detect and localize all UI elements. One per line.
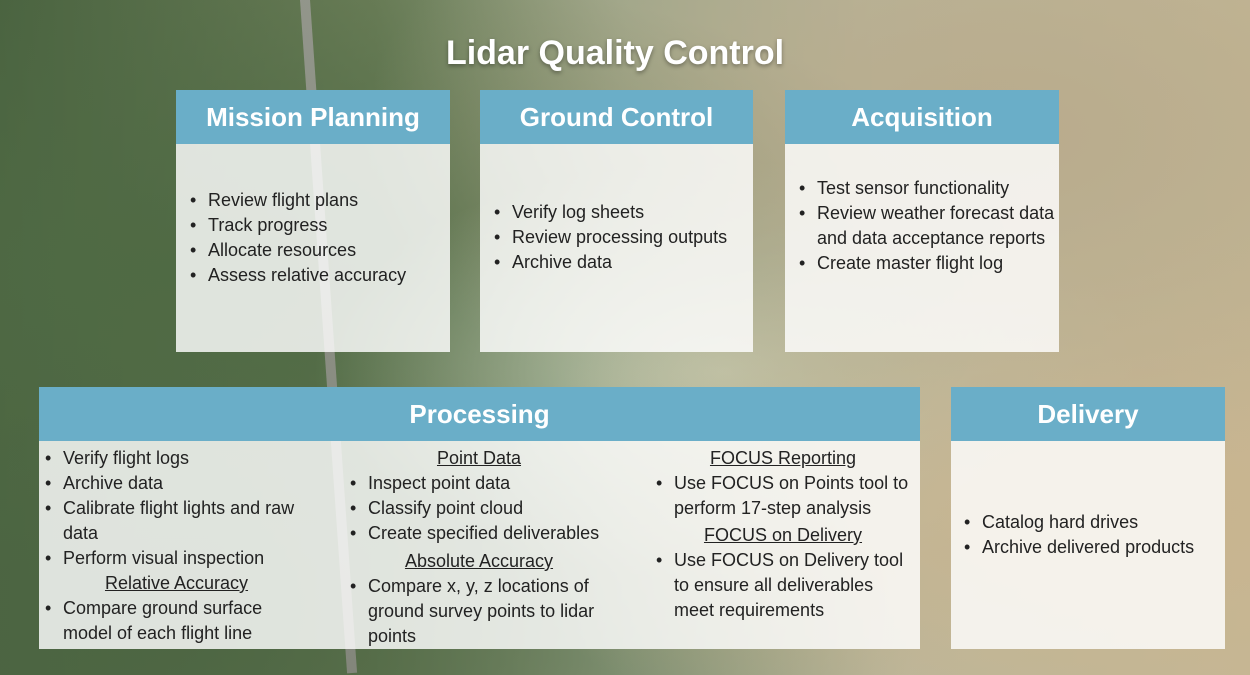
list-item: Track progress	[184, 213, 446, 238]
processing-header: Processing	[39, 387, 920, 441]
focus-delivery-heading: FOCUS on Delivery	[703, 525, 863, 545]
list-item: Catalog hard drives	[958, 510, 1220, 535]
list-item: Review processing outputs	[488, 225, 750, 250]
list-item: Archive delivered products	[958, 535, 1220, 560]
mission-planning-card: Mission Planning Review flight plans Tra…	[176, 90, 450, 352]
list-item: Compare x, y, z locations of ground surv…	[344, 574, 609, 649]
focus-reporting-list: Use FOCUS on Points tool to perform 17-s…	[650, 471, 916, 521]
acquisition-card: Acquisition Test sensor functionality Re…	[785, 90, 1059, 352]
list-item: Allocate resources	[184, 238, 446, 263]
list-item: Archive data	[488, 250, 750, 275]
ground-control-list: Verify log sheets Review processing outp…	[488, 200, 750, 275]
ground-control-header: Ground Control	[480, 90, 753, 144]
delivery-list: Catalog hard drives Archive delivered pr…	[958, 510, 1220, 560]
list-item: Create specified deliverables	[344, 521, 614, 546]
processing-column-general: Verify flight logs Archive data Calibrat…	[39, 446, 314, 646]
processing-column-point-data: Point Data Inspect point data Classify p…	[344, 446, 614, 649]
acquisition-header: Acquisition	[785, 90, 1059, 144]
point-data-heading: Point Data	[436, 448, 522, 468]
list-item: Review weather forecast data and data ac…	[793, 201, 1055, 251]
mission-planning-header: Mission Planning	[176, 90, 450, 144]
focus-delivery-list: Use FOCUS on Delivery tool to ensure all…	[650, 548, 916, 623]
list-item: Create master flight log	[793, 251, 1055, 276]
list-item: Verify flight logs	[39, 446, 314, 471]
processing-column-focus: FOCUS Reporting Use FOCUS on Points tool…	[650, 446, 916, 623]
point-data-list: Inspect point data Classify point cloud …	[344, 471, 614, 546]
list-item: Archive data	[39, 471, 314, 496]
list-item: Perform visual inspection	[39, 546, 314, 571]
processing-general-list: Verify flight logs Archive data Calibrat…	[39, 446, 314, 571]
ground-control-card: Ground Control Verify log sheets Review …	[480, 90, 753, 352]
list-item: Inspect point data	[344, 471, 614, 496]
list-item: Assess relative accuracy	[184, 263, 446, 288]
list-item: Use FOCUS on Points tool to perform 17-s…	[650, 471, 916, 521]
relative-accuracy-heading: Relative Accuracy	[104, 573, 249, 593]
page-title: Lidar Quality Control	[445, 34, 785, 72]
list-item: Compare ground surface model of each fli…	[39, 596, 314, 646]
list-item: Calibrate flight lights and raw data	[39, 496, 314, 546]
processing-card: Processing Verify flight logs Archive da…	[39, 387, 920, 649]
absolute-accuracy-list: Compare x, y, z locations of ground surv…	[344, 574, 609, 649]
list-item: Test sensor functionality	[793, 176, 1055, 201]
list-item: Use FOCUS on Delivery tool to ensure all…	[650, 548, 916, 623]
delivery-header: Delivery	[951, 387, 1225, 441]
list-item: Review flight plans	[184, 188, 446, 213]
delivery-card: Delivery Catalog hard drives Archive del…	[951, 387, 1225, 649]
acquisition-list: Test sensor functionality Review weather…	[793, 176, 1055, 276]
relative-accuracy-list: Compare ground surface model of each fli…	[39, 596, 314, 646]
list-item: Verify log sheets	[488, 200, 750, 225]
mission-planning-list: Review flight plans Track progress Alloc…	[184, 188, 446, 288]
focus-reporting-heading: FOCUS Reporting	[709, 448, 857, 468]
absolute-accuracy-heading: Absolute Accuracy	[404, 551, 554, 571]
list-item: Classify point cloud	[344, 496, 614, 521]
